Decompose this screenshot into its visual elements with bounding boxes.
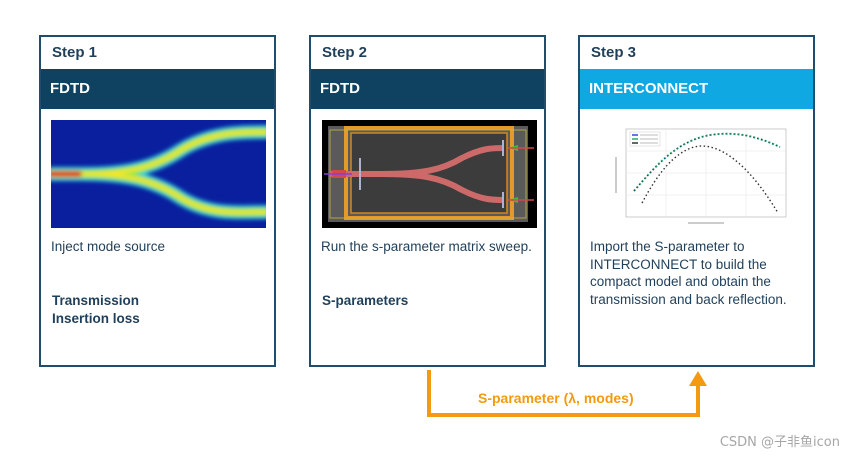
step-1-label: Step 1 — [52, 44, 98, 61]
step-2-description: Run the s-parameter matrix sweep. — [321, 239, 532, 254]
step-1-outputs: Transmission Insertion loss — [52, 292, 267, 327]
step-3-card: Step 3 INTERCONNECT Import the S — [578, 35, 815, 367]
step-2-card: Step 2 FDTD Run the s-parameter matrix s… — [309, 35, 546, 367]
simulation-layout-image — [322, 120, 537, 228]
step-2-outputs: S-parameters — [322, 292, 537, 310]
step-2-tool-band: FDTD — [311, 69, 544, 109]
watermark-text: CSDN @子非鱼icon — [719, 435, 840, 450]
output-insertion-loss: Insertion loss — [52, 310, 140, 326]
step-3-label: Step 3 — [591, 44, 637, 61]
output-s-parameters: S-parameters — [322, 293, 409, 308]
step-1-tool-band: FDTD — [41, 69, 274, 109]
mode-field-image — [51, 120, 266, 228]
step-1-card: Step 1 FDTD Injec — [39, 35, 276, 367]
step-2-label: Step 2 — [322, 44, 368, 61]
step-1-description: Inject mode source — [51, 239, 166, 254]
output-transmission: Transmission — [52, 293, 140, 308]
step-3-tool-band: INTERCONNECT — [580, 69, 813, 109]
step-3-description: Import the S-parameter to INTERCONNECT t… — [590, 239, 787, 307]
connector-label: S-parameter (λ, modes) — [478, 390, 634, 406]
transmission-plot-image — [608, 123, 788, 229]
